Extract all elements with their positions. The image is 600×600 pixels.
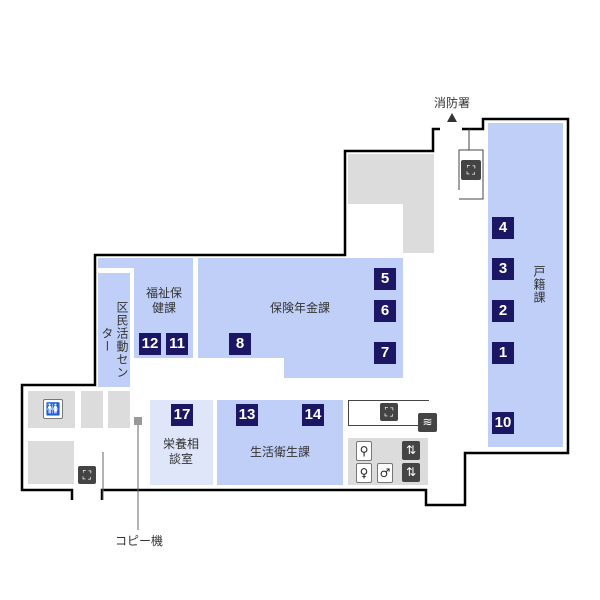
counter-badge-5[interactable]: 5 bbox=[374, 268, 396, 290]
room-label-kumin: 区民活動センター bbox=[100, 301, 129, 379]
mens-restroom-icon: ♂ bbox=[377, 463, 393, 483]
room-label-eiyou: 栄養相談室 bbox=[162, 437, 199, 466]
copier-label: コピー機 bbox=[114, 534, 163, 548]
restroom-icon: 🚻 bbox=[43, 399, 63, 419]
room-label-fukushi: 福祉保健課 bbox=[146, 286, 183, 315]
room-label-hoken: 保険年金課 bbox=[269, 301, 330, 315]
stairs-icon: ⛶ bbox=[380, 403, 398, 421]
storage-area bbox=[108, 391, 130, 428]
counter-badge-14[interactable]: 14 bbox=[302, 404, 324, 426]
counter-badge-12[interactable]: 12 bbox=[139, 333, 161, 355]
counter-badge-2[interactable]: 2 bbox=[492, 300, 514, 322]
copier bbox=[134, 417, 142, 425]
elevator-icon: ⇅ bbox=[402, 441, 420, 460]
counter-badge-3[interactable]: 3 bbox=[492, 258, 514, 280]
outer-wall-right bbox=[100, 117, 570, 507]
entrance-arrow-icon bbox=[447, 113, 457, 122]
room-koseki[interactable] bbox=[488, 123, 563, 447]
outer-wall bbox=[20, 127, 440, 500]
stairs-area bbox=[348, 400, 429, 426]
fire-station-label: 消防署 bbox=[433, 96, 470, 110]
counter-badge-17[interactable]: 17 bbox=[171, 404, 193, 426]
counter-badge-8[interactable]: 8 bbox=[229, 333, 251, 355]
utility-area bbox=[348, 154, 434, 253]
stairs-icon: ⛶ bbox=[461, 160, 481, 180]
room-label-seikatsu: 生活衛生課 bbox=[249, 445, 310, 459]
room-label-koseki: 戸籍課 bbox=[532, 265, 546, 304]
counter-badge-10[interactable]: 10 bbox=[492, 412, 514, 434]
storage-area bbox=[28, 441, 74, 484]
stairs-icon: ⛶ bbox=[78, 466, 96, 484]
counter-badge-13[interactable]: 13 bbox=[236, 404, 258, 426]
counter-badge-11[interactable]: 11 bbox=[166, 333, 188, 355]
room-kumin[interactable] bbox=[98, 273, 130, 387]
counter-badge-1[interactable]: 1 bbox=[492, 342, 514, 364]
wifi-icon: ≋ bbox=[418, 413, 437, 432]
womens-restroom-icon: ♀ bbox=[356, 463, 372, 483]
counter-badge-6[interactable]: 6 bbox=[374, 300, 396, 322]
baby-care-icon: ⚲ bbox=[356, 441, 372, 461]
storage-area bbox=[81, 391, 103, 428]
counter-badge-4[interactable]: 4 bbox=[492, 217, 514, 239]
counter-badge-7[interactable]: 7 bbox=[374, 342, 396, 364]
elevator-icon: ⇅ bbox=[402, 463, 420, 482]
